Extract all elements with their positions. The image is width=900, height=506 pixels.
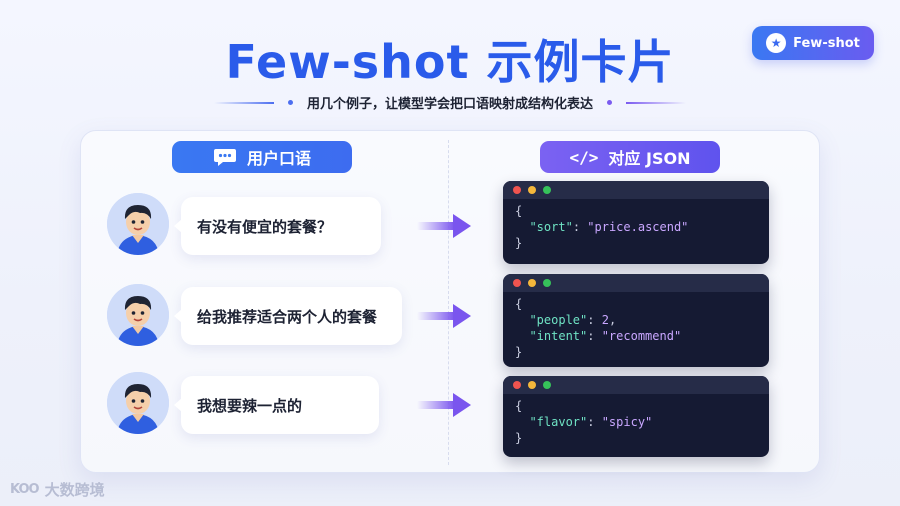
close-dot-icon bbox=[513, 279, 521, 287]
code-window-bar bbox=[503, 274, 769, 292]
json-header-label: 对应 JSON bbox=[608, 149, 691, 168]
json-key: "flavor" bbox=[529, 415, 588, 429]
json-code: { "flavor": "spicy" } bbox=[515, 399, 653, 445]
minimize-dot-icon bbox=[528, 381, 536, 389]
user-utterance-header-label: 用户口语 bbox=[246, 149, 311, 168]
star-icon: ★ bbox=[766, 33, 787, 53]
json-value: 2 bbox=[601, 313, 609, 327]
subtitle-dot-left bbox=[287, 100, 293, 105]
subtitle-line-right bbox=[626, 101, 686, 104]
json-value: "recommend" bbox=[601, 329, 682, 343]
user-avatar bbox=[107, 193, 169, 255]
json-code-block: { "flavor": "spicy" } bbox=[503, 376, 769, 457]
user-avatar bbox=[107, 284, 169, 346]
json-header: </> 对应 JSON bbox=[540, 141, 720, 173]
json-value: "spicy" bbox=[601, 415, 653, 429]
user-utterance-header: 用户口语 bbox=[172, 141, 352, 173]
close-dot-icon bbox=[513, 381, 521, 389]
subtitle-dot-right bbox=[607, 100, 612, 105]
few-shot-badge: ★ Few-shot bbox=[752, 26, 874, 60]
column-divider bbox=[448, 140, 449, 465]
badge-label: Few-shot bbox=[793, 35, 860, 51]
subtitle: 用几个例子，让模型学会把口语映射成结构化表达 bbox=[306, 97, 593, 112]
chat-bubble-icon bbox=[213, 148, 237, 167]
code-window-bar bbox=[503, 376, 769, 394]
logo-mark: KOO bbox=[10, 481, 40, 497]
arrow-icon bbox=[417, 303, 473, 329]
maximize-dot-icon bbox=[543, 186, 551, 194]
json-value: "price.ascend" bbox=[587, 220, 689, 234]
json-code-block: { "people": 2, "intent": "recommend" } bbox=[503, 274, 769, 367]
page-title: Few-shot 示例卡片 bbox=[225, 35, 675, 89]
json-code-block: { "sort": "price.ascend" } bbox=[503, 181, 769, 264]
json-code: { "people": 2, "intent": "recommend" } bbox=[515, 297, 682, 359]
user-avatar bbox=[107, 372, 169, 434]
maximize-dot-icon bbox=[543, 381, 551, 389]
subtitle-row: 用几个例子，让模型学会把口语映射成结构化表达 bbox=[0, 93, 900, 112]
json-key: "people" bbox=[529, 313, 588, 327]
minimize-dot-icon bbox=[528, 186, 536, 194]
json-key: "intent" bbox=[529, 329, 588, 343]
json-key: "sort" bbox=[529, 220, 573, 234]
utterance-bubble: 给我推荐适合两个人的套餐 bbox=[174, 287, 402, 345]
maximize-dot-icon bbox=[543, 279, 551, 287]
close-dot-icon bbox=[513, 186, 521, 194]
minimize-dot-icon bbox=[528, 279, 536, 287]
subtitle-line-left bbox=[213, 101, 274, 104]
arrow-icon bbox=[417, 213, 473, 239]
json-code: { "sort": "price.ascend" } bbox=[515, 204, 689, 250]
brand-logo: KOO 大数跨境 bbox=[10, 478, 105, 500]
logo-text: 大数跨境 bbox=[44, 480, 105, 499]
utterance-bubble: 我想要辣一点的 bbox=[174, 376, 379, 434]
code-brackets-icon: </> bbox=[569, 147, 599, 167]
code-window-bar bbox=[503, 181, 769, 199]
utterance-bubble: 有没有便宜的套餐？ bbox=[174, 197, 381, 255]
arrow-icon bbox=[417, 392, 473, 418]
